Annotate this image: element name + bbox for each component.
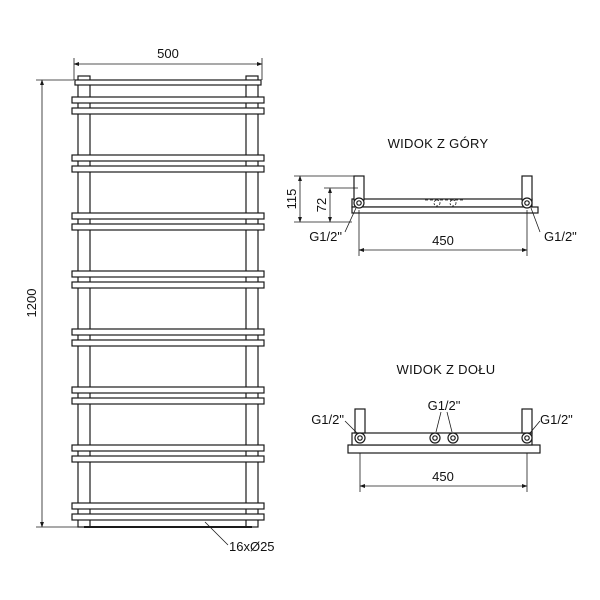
heating-bar: [71, 455, 265, 463]
bottom-view: [344, 408, 541, 492]
top-view-left-connector-inner: [356, 200, 362, 206]
top-view-front-plate: [351, 206, 539, 214]
top-tube: [74, 79, 262, 86]
bottom-view-center-connector-2: [447, 432, 459, 444]
bottom-view-rail: [351, 432, 533, 446]
top-view: [294, 175, 541, 256]
bottom-left-conn-leader: [344, 420, 358, 434]
bottom-right-conn-label: G1/2": [540, 412, 573, 427]
heating-bars: [71, 96, 265, 521]
heating-bar: [71, 165, 265, 173]
bottom-view-center-connector-2-inner: [450, 435, 456, 441]
heating-bar: [71, 339, 265, 347]
bottom-view-plate: [347, 444, 541, 454]
top-view-hidden-connector-2: [449, 199, 457, 207]
bottom-spacing-label: 450: [432, 469, 454, 484]
heating-bar: [71, 212, 265, 220]
front-view: [36, 58, 265, 546]
top-left-conn-label: G1/2": [309, 229, 342, 244]
bottom-view-left-connector-inner: [357, 435, 363, 441]
bottom-view-center-connector-1: [429, 432, 441, 444]
bottom-center-conn-label: G1/2": [428, 398, 461, 413]
top-spacing-label: 450: [432, 233, 454, 248]
heating-bar: [71, 513, 265, 521]
tube-note-label: 16xØ25: [229, 539, 275, 554]
heating-bar: [71, 386, 265, 394]
tube-note-leader: [204, 521, 229, 546]
bottom-view-title: WIDOK Z DOŁU: [397, 362, 496, 377]
top-view-title: WIDOK Z GÓRY: [388, 136, 489, 151]
top-view-right-connector-pipe: [521, 175, 533, 201]
top-view-left-connector: [353, 197, 365, 209]
heating-bar: [71, 223, 265, 231]
top-view-right-connector: [521, 197, 533, 209]
heating-bar: [71, 328, 265, 336]
top-right-conn-leader: [530, 207, 541, 233]
top-view-right-connector-inner: [524, 200, 530, 206]
bottom-view-right-connector-inner: [524, 435, 530, 441]
heating-bar: [71, 270, 265, 278]
heating-bar: [71, 444, 265, 452]
heating-bar: [71, 281, 265, 289]
bottom-left-conn-label: G1/2": [311, 412, 344, 427]
height-label: 1200: [24, 289, 39, 318]
bottom-view-right-connector-pipe: [521, 408, 533, 434]
heating-bar: [71, 96, 265, 104]
heating-bar: [71, 107, 265, 115]
bottom-view-center-connector-1-inner: [432, 435, 438, 441]
top-view-hidden-connector-1: [433, 199, 441, 207]
bottom-center-conn-leader-1: [435, 411, 442, 433]
top-left-conn-leader: [344, 207, 357, 233]
bottom-view-left-connector-pipe: [354, 408, 366, 434]
depth-axis-label: 72: [314, 198, 329, 212]
top-right-conn-label: G1/2": [544, 229, 577, 244]
depth-total-label: 115: [284, 189, 299, 210]
bottom-right-conn-leader: [529, 420, 541, 434]
bottom-view-right-connector: [521, 432, 533, 444]
width-label: 500: [157, 46, 179, 61]
bottom-center-conn-leader-2: [446, 411, 453, 433]
heating-bar: [71, 397, 265, 405]
heating-bar: [71, 502, 265, 510]
heating-bar: [71, 154, 265, 162]
bottom-view-left-connector: [354, 432, 366, 444]
